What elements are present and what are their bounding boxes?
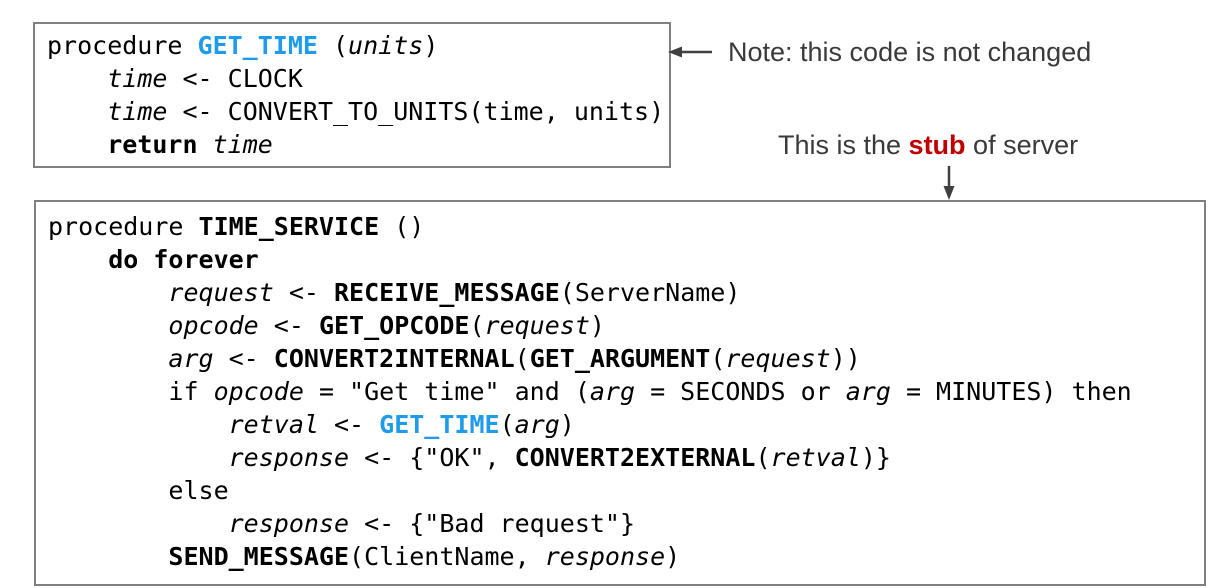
note-annotation-text: Note: this code is not changed [728, 37, 1092, 67]
note-annotation: Note: this code is not changed [668, 36, 1091, 68]
code-line: response <- {"OK", CONVERT2EXTERNAL(retv… [228, 443, 891, 472]
code-line: SEND_MESSAGE(ClientName, response) [168, 542, 681, 571]
code-line: else [48, 476, 229, 505]
stub-annotation-highlight: stub [908, 130, 966, 160]
code-line: request <- RECEIVE_MESSAGE(ServerName) [168, 278, 741, 307]
code-line: do forever [108, 245, 259, 274]
stub-arrow-container [941, 166, 957, 200]
stub-annotation-prefix: This is the [778, 130, 909, 160]
code-line: procedure GET_TIME (units) [47, 31, 439, 60]
code-line: arg <- CONVERT2INTERNAL(GET_ARGUMENT(req… [168, 344, 861, 373]
code-line: retval <- GET_TIME(arg) [228, 410, 575, 439]
get-time-code-box: procedure GET_TIME (units) time <- CLOCK… [33, 22, 671, 168]
code-line: return time [107, 130, 273, 159]
stub-annotation: This is the stub of server [778, 129, 1078, 161]
code-line: time <- CLOCK [107, 64, 303, 93]
code-line: if opcode = "Get time" and (arg = SECOND… [48, 377, 1132, 406]
stub-annotation-suffix: of server [965, 130, 1079, 160]
code-line: response <- {"Bad request"} [228, 509, 636, 538]
code-line: procedure TIME_SERVICE () [48, 212, 425, 241]
time-service-code-box: procedure TIME_SERVICE () do forever req… [34, 200, 1206, 586]
code-line: time <- CONVERT_TO_UNITS(time, units) [107, 97, 665, 126]
down-arrow-icon [943, 166, 955, 200]
left-arrow-icon [668, 46, 712, 58]
code-line: opcode <- GET_OPCODE(request) [168, 311, 605, 340]
